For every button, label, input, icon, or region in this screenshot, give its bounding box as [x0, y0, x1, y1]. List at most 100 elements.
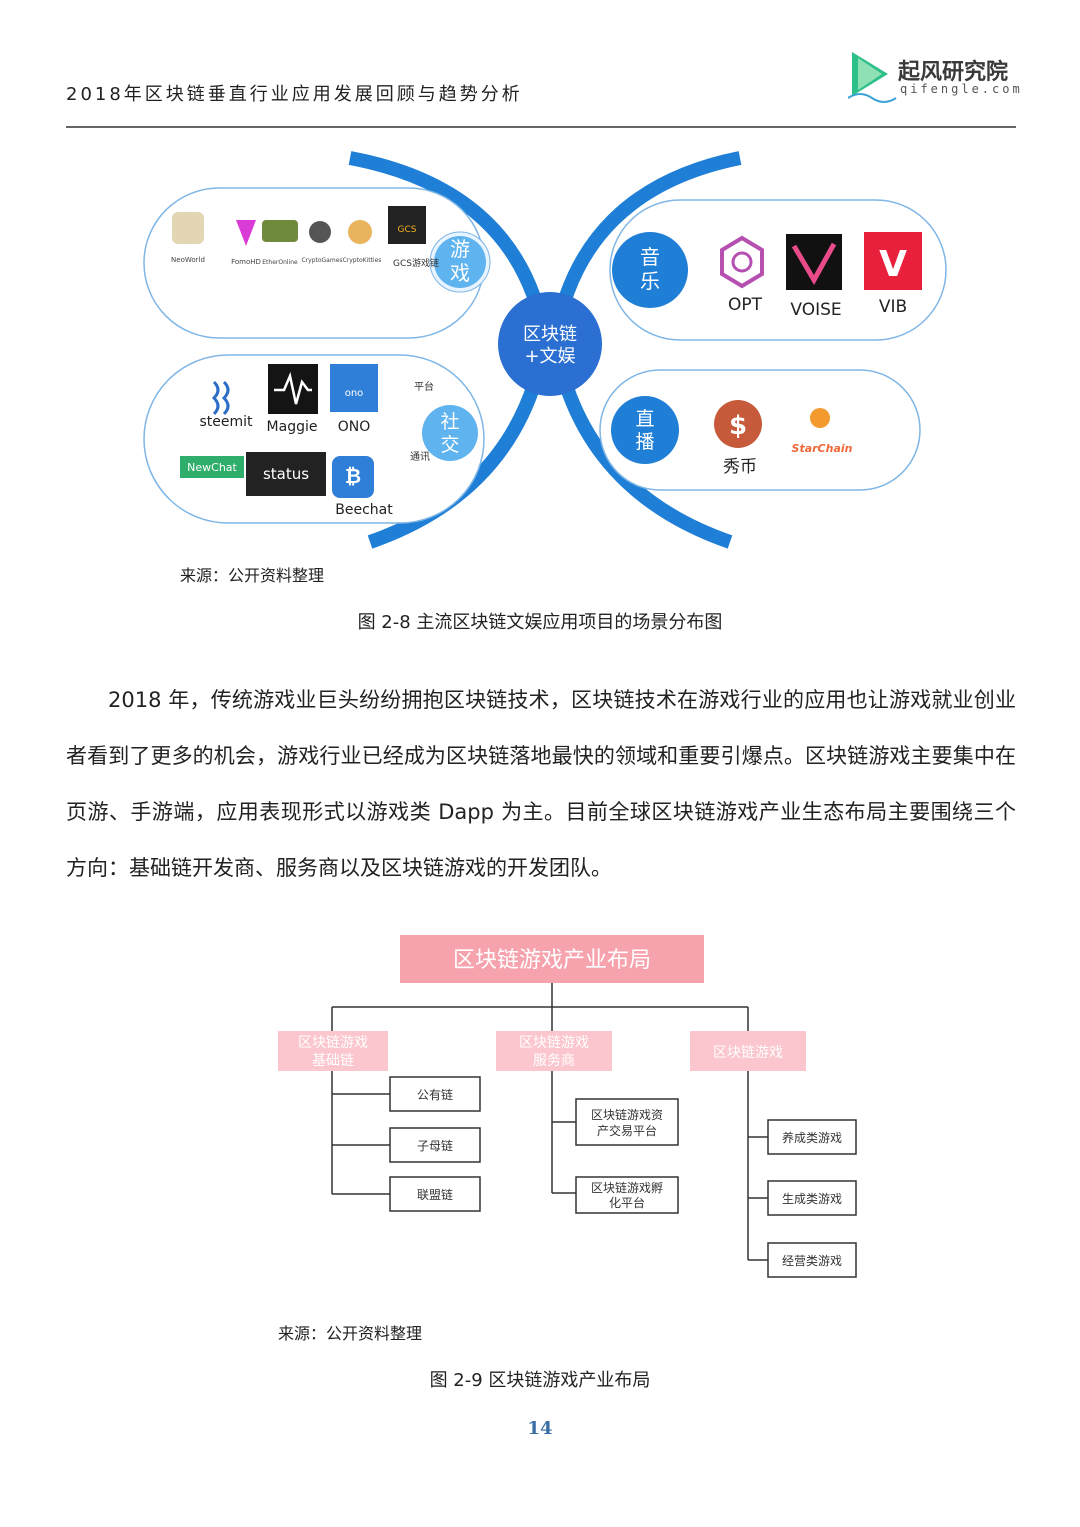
music-item-label: VOISE	[790, 300, 841, 320]
cryptokitties-icon	[348, 220, 372, 244]
status-icon	[246, 452, 326, 496]
social-item-label: Beechat	[335, 502, 393, 518]
game-industry-layout-chart: 区块链游戏产业布局 区块链游戏 基础链 区块链游戏 服务商 区块链游戏 公有链 …	[278, 935, 857, 1278]
leaf-label: 区块链游戏资	[591, 1107, 663, 1122]
live-item-label: 秀币	[723, 457, 757, 477]
root-label: 区块链游戏产业布局	[453, 948, 651, 973]
music-label-1: 音	[640, 245, 660, 269]
social-item-label: NewChat	[187, 461, 237, 474]
beechat-icon	[332, 456, 374, 498]
header-divider	[66, 126, 1016, 128]
game-item-label: NeoWorld	[171, 256, 205, 264]
live-label-1: 直	[635, 408, 654, 430]
game-item-label: CryptoKitties	[343, 257, 382, 264]
leaf-box	[575, 1176, 679, 1214]
svg-text:$: $	[729, 411, 747, 441]
etheronline-icon	[262, 220, 298, 242]
branch-label: 区块链游戏	[298, 1035, 368, 1051]
steemit-icon	[211, 380, 230, 416]
neoworld-icon	[172, 212, 204, 244]
game-category-bubble	[434, 236, 486, 288]
paragraph-text: 2018 年，传统游戏业巨头纷纷拥抱区块链技术，区块链技术在游戏行业的应用也让游…	[66, 688, 1016, 880]
branch-box	[690, 1031, 806, 1071]
leaf-label: 区块链游戏孵	[591, 1180, 663, 1195]
figure1-caption: 图 2-8 主流区块链文娱应用项目的场景分布图	[357, 612, 723, 633]
logo-icon	[848, 52, 897, 103]
branch-box	[278, 1031, 388, 1071]
leaf-box	[767, 1119, 857, 1155]
ono-icon-text: ono	[345, 388, 364, 399]
leaf-label: 生成类游戏	[782, 1192, 842, 1206]
social-panel	[143, 354, 485, 524]
social-label-1: 社	[440, 411, 459, 433]
leaf-box	[389, 1127, 481, 1163]
game-item-label: GCS游戏链	[393, 257, 439, 269]
figure2-source: 来源：公开资料整理	[278, 1324, 423, 1343]
leaf-label: 养成类游戏	[782, 1130, 842, 1145]
figure2-caption: 图 2-9 区块链游戏产业布局	[429, 1370, 651, 1391]
leaf-label: 公有链	[417, 1087, 453, 1102]
leaf-label: 化平台	[609, 1195, 645, 1210]
xiubi-icon	[714, 400, 762, 448]
svg-text:₿: ₿	[345, 464, 361, 488]
header-title: 2018年区块链垂直行业应用发展回顾与趋势分析	[66, 84, 523, 105]
social-item-label: steemit	[199, 414, 253, 430]
starchain-icon	[810, 408, 830, 428]
music-category-bubble	[612, 232, 688, 308]
figure1-source: 来源：公开资料整理	[180, 566, 325, 585]
branch-label: 区块链游戏	[713, 1045, 783, 1061]
social-item-label: ONO	[338, 419, 371, 435]
leaf-box	[575, 1098, 679, 1146]
branch-label: 服务商	[533, 1053, 575, 1069]
live-category-bubble	[611, 396, 679, 464]
entertainment-scene-diagram: 区块链 +文娱 游 戏 社 交 平台 通讯 音 乐 直 播 GCS NeoWor…	[143, 151, 947, 549]
live-label-2: 播	[635, 431, 654, 453]
music-items: OPT VOISE V VIB	[720, 232, 922, 320]
music-panel	[609, 199, 947, 341]
social-item-label: Maggie	[267, 419, 318, 435]
music-label-2: 乐	[640, 269, 660, 293]
social-side-platform: 平台	[414, 380, 434, 393]
svg-text:V: V	[879, 244, 907, 285]
game-items: GCS NeoWorld FomoHD EtherOnline CryptoGa…	[171, 206, 439, 269]
leaf-box	[767, 1242, 857, 1278]
leaf-label: 产交易平台	[597, 1123, 657, 1138]
social-label-2: 交	[440, 434, 459, 456]
game-label-1: 游	[450, 237, 470, 261]
ono-icon	[330, 364, 378, 412]
game-label-2: 戏	[450, 261, 470, 285]
vib-icon	[864, 232, 922, 290]
page-number: 14	[527, 1418, 553, 1439]
leaf-box	[767, 1180, 857, 1216]
leaf-label: 经营类游戏	[782, 1254, 842, 1268]
center-node	[498, 292, 602, 396]
gcs-icon	[388, 206, 426, 244]
cryptogames-icon	[309, 221, 331, 243]
music-item-label: VIB	[879, 297, 907, 317]
logo-name: 起风研究院	[898, 60, 1009, 85]
branch-label: 区块链游戏	[519, 1035, 589, 1051]
live-item-label: StarChain	[792, 442, 853, 455]
branch-box	[496, 1031, 612, 1071]
root-box	[400, 935, 704, 983]
gem-icon	[236, 220, 256, 246]
logo-domain: qifengle.com	[900, 82, 1023, 96]
live-items: $ 秀币 StarChain	[714, 400, 853, 477]
music-item-label: OPT	[728, 295, 763, 315]
center-label-1: 区块链	[523, 324, 577, 345]
opt-icon	[720, 235, 764, 289]
branch-label: 基础链	[312, 1052, 354, 1069]
leaf-label: 子母链	[417, 1138, 453, 1153]
social-category-bubble	[422, 405, 478, 461]
center-label-2: +文娱	[524, 346, 575, 367]
gcs-icon-text: GCS	[398, 225, 417, 235]
social-item-label: status	[263, 465, 309, 483]
game-item-label: CryptoGames	[301, 257, 342, 264]
leaf-label: 联盟链	[417, 1187, 453, 1202]
game-item-label: FomoHD	[231, 258, 261, 266]
game-item-label: EtherOnline	[262, 259, 298, 266]
leaf-box	[389, 1076, 481, 1112]
social-side-comm: 通讯	[410, 451, 430, 463]
social-items: steemit Maggie ono ONO NewChat status ₿ …	[180, 364, 393, 518]
leaf-box	[389, 1176, 481, 1212]
